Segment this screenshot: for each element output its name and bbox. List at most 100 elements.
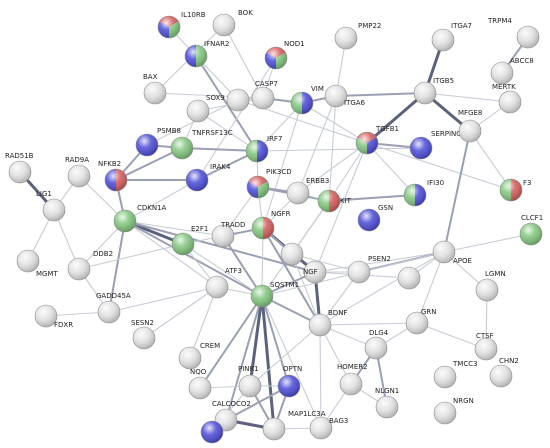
edge-sqstm1-calcoco2: [225, 295, 263, 421]
node-clcf1[interactable]: CLCF1: [519, 214, 543, 246]
node-tmcc3[interactable]: TMCC3: [433, 360, 478, 389]
node-blank1[interactable]: [186, 99, 210, 123]
node-map1lc3a[interactable]: MAP1LC3A: [262, 410, 326, 441]
node-label-nqo: NQO: [190, 368, 207, 376]
node-optn[interactable]: OPTN: [277, 365, 302, 398]
node-mgmt[interactable]: MGMT: [16, 249, 59, 278]
node-label-clcf1: CLCF1: [521, 214, 543, 222]
node-chn2[interactable]: CHN2: [489, 357, 519, 388]
node-rad9a[interactable]: RAD9A: [65, 156, 91, 188]
node-atf3[interactable]: ATF3: [205, 267, 242, 299]
node-label-irf7: IRF7: [267, 135, 282, 143]
node-blank4[interactable]: [200, 420, 224, 444]
edge-cdkn1a-sqstm1: [124, 220, 263, 297]
node-label-mgmt: MGMT: [36, 270, 59, 278]
node-rad51b[interactable]: RAD51B: [5, 152, 34, 184]
node-ddb2[interactable]: DDB2: [67, 250, 113, 281]
edge-apoe-clcf1: [443, 233, 532, 253]
node-ifnar2[interactable]: IFNAR2: [184, 40, 229, 68]
node-fdxr[interactable]: FDXR: [34, 304, 73, 329]
node-irf7[interactable]: IRF7: [245, 135, 282, 163]
node-ngf[interactable]: NGF: [303, 260, 327, 284]
edge-tgfb1-f3: [366, 142, 512, 191]
node-sesn2[interactable]: SESN2: [131, 319, 156, 350]
node-mfge8[interactable]: MFGE8: [458, 109, 482, 143]
node-ctsf[interactable]: CTSF: [474, 332, 498, 361]
edge-tradd-sqstm1: [222, 235, 263, 297]
node-pink1[interactable]: PINK1: [238, 365, 262, 398]
node-trpm4[interactable]: TRPM4: [487, 17, 540, 49]
node-gadd45a[interactable]: GADD45A: [96, 292, 131, 324]
node-tgfb1[interactable]: TGFB1: [355, 125, 399, 155]
node-tradd[interactable]: TRADD: [211, 221, 245, 248]
node-e2f1[interactable]: E2F1: [171, 225, 208, 256]
node-lgmn[interactable]: LGMN: [475, 270, 506, 302]
node-label-rad9a: RAD9A: [65, 156, 89, 164]
node-itgb5[interactable]: ITGB5: [413, 77, 454, 105]
node-nqo[interactable]: NQO: [188, 368, 212, 400]
edge-sqstm1-nqo: [199, 295, 263, 389]
node-itga7[interactable]: ITGA7: [431, 22, 472, 52]
node-gsn[interactable]: GSN: [357, 204, 393, 232]
node-psmb8[interactable]: PSMB8: [135, 127, 181, 157]
node-label-grn: GRN: [421, 308, 437, 316]
node-label-rad51b: RAD51B: [5, 152, 34, 160]
node-bdnf[interactable]: BDNF: [308, 309, 347, 337]
edge-bdnf-pink1: [249, 324, 321, 387]
node-nfkb2[interactable]: NFKB2: [98, 160, 128, 192]
node-sox9[interactable]: SOX9: [206, 88, 250, 112]
node-crem[interactable]: CREM: [178, 342, 220, 370]
node-label-ifnar2: IFNAR2: [204, 40, 229, 48]
edge-grn-ctsf: [416, 322, 487, 350]
node-psen2[interactable]: PSEN2: [347, 255, 391, 284]
edge-tnfrsf13c-nfkb2: [115, 147, 183, 181]
node-label-nrgn: NRGN: [453, 397, 474, 405]
node-il10rb[interactable]: IL10RB: [157, 11, 206, 39]
node-apoe[interactable]: APOE: [432, 240, 472, 265]
node-irak4[interactable]: IRAK4: [185, 163, 231, 192]
node-nod1[interactable]: NOD1: [264, 40, 305, 70]
node-nlgn1[interactable]: NLGN1: [375, 387, 399, 419]
node-nrgn[interactable]: NRGN: [433, 397, 474, 425]
node-label-psmb8: PSMB8: [157, 127, 181, 135]
node-kit[interactable]: KIT: [317, 189, 352, 213]
node-mertk[interactable]: MERTK: [492, 83, 522, 114]
node-vim[interactable]: VIM: [290, 85, 324, 115]
node-label-il10rb: IL10RB: [181, 11, 206, 19]
node-label-itga6: ITGA6: [344, 99, 366, 107]
node-grn[interactable]: GRN: [405, 308, 437, 335]
node-ngfr[interactable]: NGFR: [251, 210, 291, 240]
node-bax[interactable]: BAX: [143, 73, 167, 105]
node-lig1[interactable]: LIG1: [36, 190, 66, 222]
node-cdkn1a[interactable]: CDKN1A: [113, 204, 167, 233]
edge-atf3-sesn2: [143, 286, 218, 339]
node-pik3cd[interactable]: PIK3CD: [246, 168, 292, 199]
node-label-sesn2: SESN2: [131, 319, 154, 327]
node-erbb3[interactable]: ERBB3: [286, 177, 329, 205]
node-label-ctsf: CTSF: [476, 332, 494, 340]
node-casp7[interactable]: CASP7: [251, 80, 278, 110]
edge-cdkn1a-gadd45a: [108, 220, 126, 313]
edge-itga6-kit: [328, 95, 337, 202]
node-bag3[interactable]: BAG3: [309, 416, 348, 440]
node-homer2[interactable]: HOMER2: [337, 363, 368, 396]
node-ifi30[interactable]: IFI30: [403, 179, 444, 207]
node-label-sox9: SOX9: [206, 94, 225, 102]
node-abcc8[interactable]: ABCC8: [490, 57, 534, 85]
edge-ngfr-bdnf: [262, 227, 321, 326]
edge-cdkn1a-atf3: [124, 220, 218, 288]
node-label-cdkn1a: CDKN1A: [137, 204, 167, 212]
node-pmp22[interactable]: PMP22: [334, 22, 381, 50]
node-blank3[interactable]: [397, 266, 421, 290]
node-dlg4[interactable]: DLG4: [364, 329, 389, 360]
node-bok[interactable]: BOK: [212, 9, 253, 37]
node-blank2[interactable]: [280, 242, 304, 266]
node-itga6[interactable]: ITGA6: [324, 84, 366, 108]
node-sqstm1[interactable]: SQSTM1: [250, 281, 299, 308]
node-serping1[interactable]: SERPING1: [409, 130, 466, 160]
edge-sqstm1-optn: [261, 295, 290, 387]
node-f3[interactable]: F3: [499, 178, 531, 202]
node-tnfrsf13c[interactable]: TNFRSF13C: [170, 129, 233, 160]
node-label-itga7: ITGA7: [451, 22, 472, 30]
